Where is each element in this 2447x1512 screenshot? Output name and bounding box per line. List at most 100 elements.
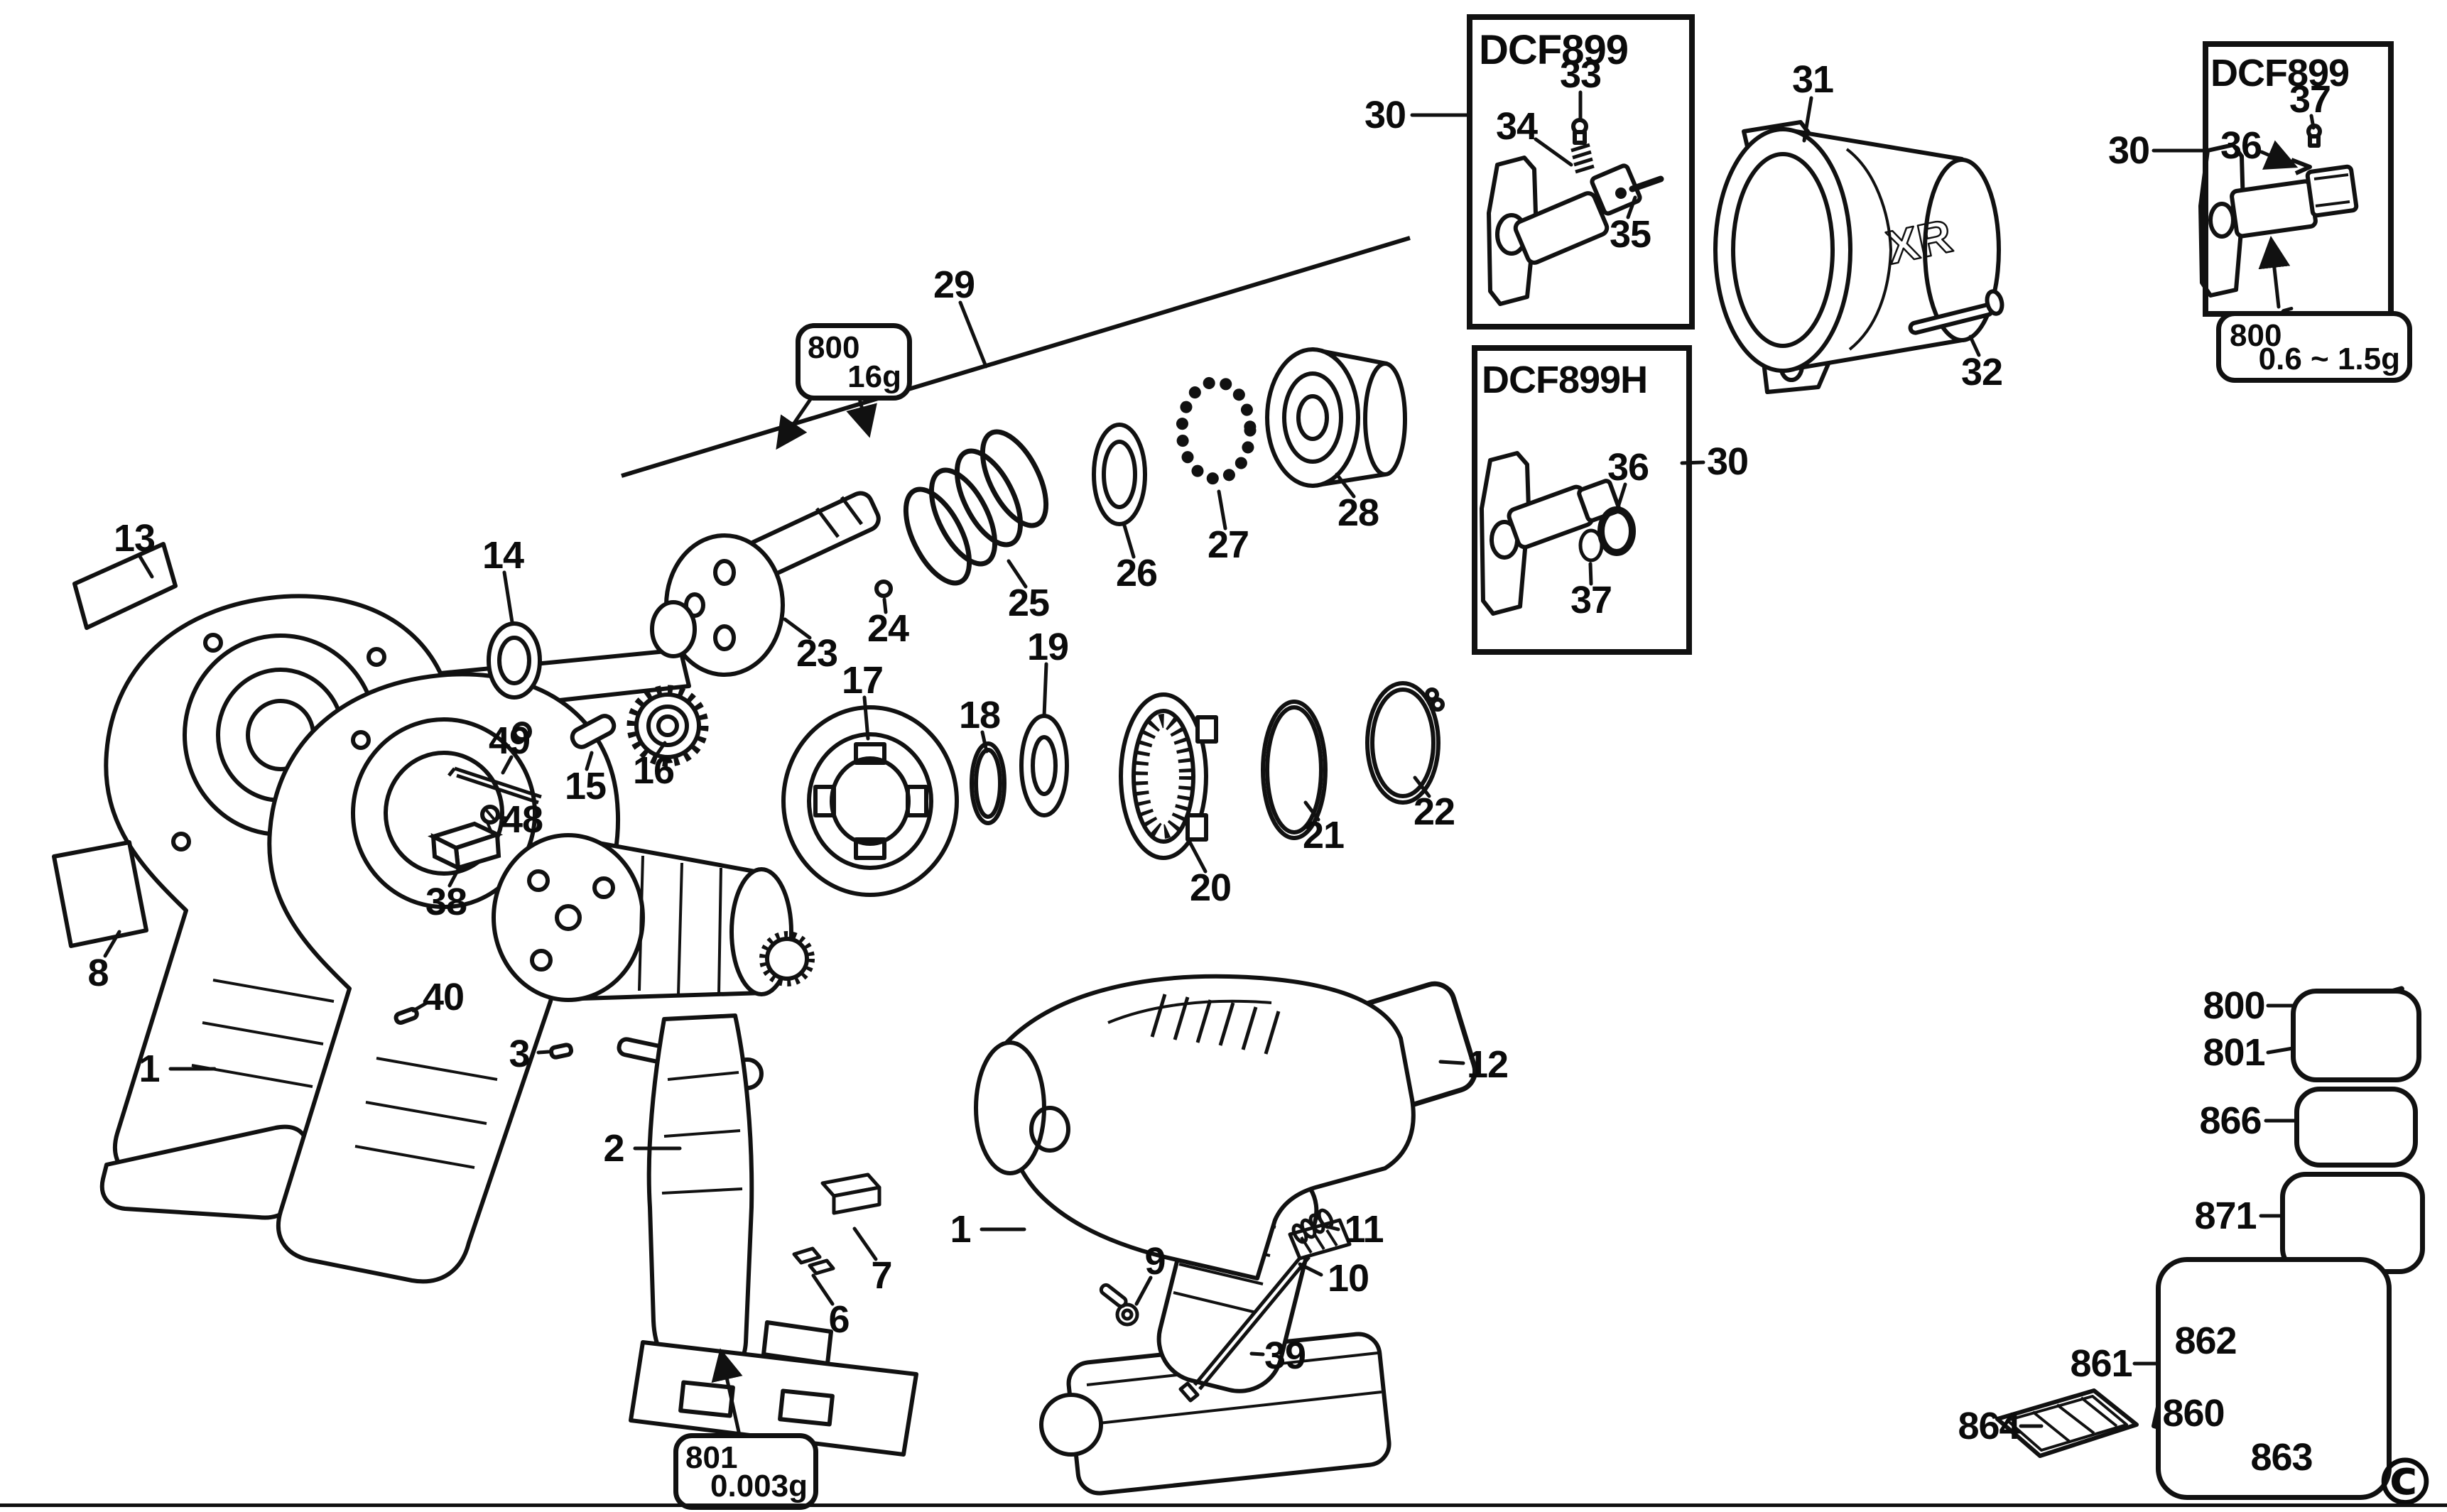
- leader-line-31: [1802, 96, 1813, 143]
- leader-line-3: [536, 1050, 550, 1055]
- part-callout-37: 37: [2289, 78, 2331, 121]
- part-callout-21: 21: [1302, 814, 1345, 856]
- leader-line-49: [501, 755, 514, 775]
- leader-line-14: [502, 570, 514, 624]
- part-callout-19: 19: [1026, 626, 1069, 668]
- part-callout-10: 10: [1327, 1257, 1369, 1300]
- part-callout-3: 3: [509, 1033, 530, 1075]
- part-callout-1: 1: [950, 1208, 971, 1251]
- part-callout-28: 28: [1337, 491, 1379, 534]
- part-callout-30: 30: [1364, 94, 1406, 136]
- hammer-mechanism-illustration: [650, 347, 1407, 677]
- part-callout-12: 12: [1466, 1043, 1509, 1086]
- inset-box-title: DCF899: [1479, 27, 1629, 73]
- accessory-box-battery: [2294, 1087, 2418, 1168]
- part-callout-866: 866: [2199, 1099, 2262, 1142]
- leader-line-48: [497, 815, 508, 820]
- leader-line-8: [103, 930, 121, 958]
- grease-note-06-15g: 800 0.6 ~ 1.5g: [2216, 311, 2412, 383]
- leader-line-17: [862, 695, 870, 741]
- part-callout-40: 40: [422, 976, 465, 1018]
- part-callout-38: 38: [425, 881, 467, 923]
- part-callout-49: 49: [488, 719, 531, 762]
- part-callout-16: 16: [632, 749, 675, 792]
- leader-line-28: [1335, 472, 1356, 499]
- leader-line-11: [1328, 1225, 1340, 1231]
- part-callout-22: 22: [1413, 790, 1455, 833]
- leader-line-26: [1122, 523, 1136, 559]
- part-callout-871: 871: [2194, 1195, 2257, 1237]
- inset-box-title: DCF899: [2210, 52, 2350, 94]
- leader-line-12: [1438, 1060, 1465, 1065]
- part-callout-35: 35: [1609, 213, 1651, 256]
- part-callout-13: 13: [113, 517, 156, 560]
- grease-note-16g: 800 16g: [796, 323, 912, 401]
- leader-line-25: [1007, 559, 1028, 589]
- grease-note-amount: 0.003g: [710, 1469, 808, 1503]
- part-callout-26: 26: [1115, 552, 1158, 594]
- anvil-hogring-illustration: [1480, 451, 1636, 616]
- leader-line-36: [2259, 140, 2299, 170]
- part-callout-36: 36: [2220, 124, 2262, 167]
- accessory-box-kitbox: [2156, 1257, 2392, 1500]
- leader-line-38: [447, 870, 459, 888]
- copyright-mark: ©: [2372, 1445, 2438, 1512]
- part-callout-8: 8: [87, 952, 109, 994]
- inset-box-dcf899: [1467, 14, 1695, 330]
- part-callout-29: 29: [933, 263, 975, 306]
- leader-lines: [103, 90, 2316, 1444]
- part-callout-1: 1: [139, 1048, 160, 1090]
- leader-line-34: [1534, 137, 1573, 167]
- part-callout-37: 37: [1570, 579, 1612, 621]
- part-callout-30: 30: [2107, 129, 2150, 172]
- inset-box-title: DCF899H: [1482, 359, 1648, 401]
- leader-line-10: [1298, 1262, 1323, 1277]
- small-parts-left-illustration: [394, 621, 709, 1060]
- grease-note-amount: 0.6 ~ 1.5g: [2258, 342, 2400, 376]
- hammer-case-illustration: XR: [1713, 120, 2004, 394]
- part-callout-801: 801: [2203, 1031, 2265, 1074]
- part-callout-48: 48: [501, 798, 543, 841]
- part-callout-9: 9: [1144, 1240, 1166, 1283]
- part-callout-15: 15: [564, 765, 607, 807]
- left-housing-half-rear-illustration: [267, 648, 691, 1284]
- leader-line-40: [411, 1001, 429, 1013]
- tray-illustration: [1995, 1388, 2139, 1458]
- leader-line-27: [1217, 489, 1227, 531]
- grease-apply-arrow: [776, 390, 818, 450]
- part-callout-31: 31: [1791, 58, 1834, 101]
- part-callout-24: 24: [867, 607, 909, 650]
- leader-line-18: [980, 730, 989, 754]
- grease-note-number: 800: [808, 330, 860, 365]
- part-callout-800: 800: [2203, 984, 2265, 1027]
- part-callout-32: 32: [1960, 351, 2003, 393]
- leader-line-29: [958, 300, 988, 369]
- part-callout-11: 11: [1344, 1208, 1384, 1251]
- grease-apply-arrow: [2258, 236, 2291, 309]
- part-callout-7: 7: [871, 1254, 892, 1297]
- leader-line-37: [1588, 562, 1593, 586]
- page-bottom-rule: [0, 1503, 2447, 1507]
- leader-line-6: [811, 1273, 835, 1306]
- grease-note-amount: 16g: [847, 359, 901, 394]
- leader-line-24: [882, 597, 888, 614]
- part-callout-30: 30: [1706, 440, 1749, 483]
- leader-line-15: [585, 751, 594, 771]
- motor-assembly-illustration: [492, 833, 918, 1457]
- part-callout-861: 861: [2070, 1342, 2132, 1385]
- part-callout-33: 33: [1559, 53, 1602, 96]
- part-callout-27: 27: [1207, 523, 1249, 566]
- part-callout-14: 14: [482, 534, 524, 577]
- part-callout-39: 39: [1264, 1334, 1306, 1377]
- grease-note-number: 801: [685, 1440, 738, 1475]
- leader-line-9: [1134, 1276, 1153, 1306]
- anvil-detent-illustration: [1487, 118, 1664, 306]
- accessory-box-grease-gun: [2291, 989, 2421, 1082]
- part-callout-18: 18: [958, 694, 1001, 736]
- grease-note-number: 800: [2230, 318, 2282, 353]
- leader-line-801: [2266, 1046, 2295, 1055]
- part-callout-34: 34: [1495, 105, 1538, 148]
- leader-line-19: [1042, 662, 1048, 718]
- part-callout-20: 20: [1189, 866, 1232, 909]
